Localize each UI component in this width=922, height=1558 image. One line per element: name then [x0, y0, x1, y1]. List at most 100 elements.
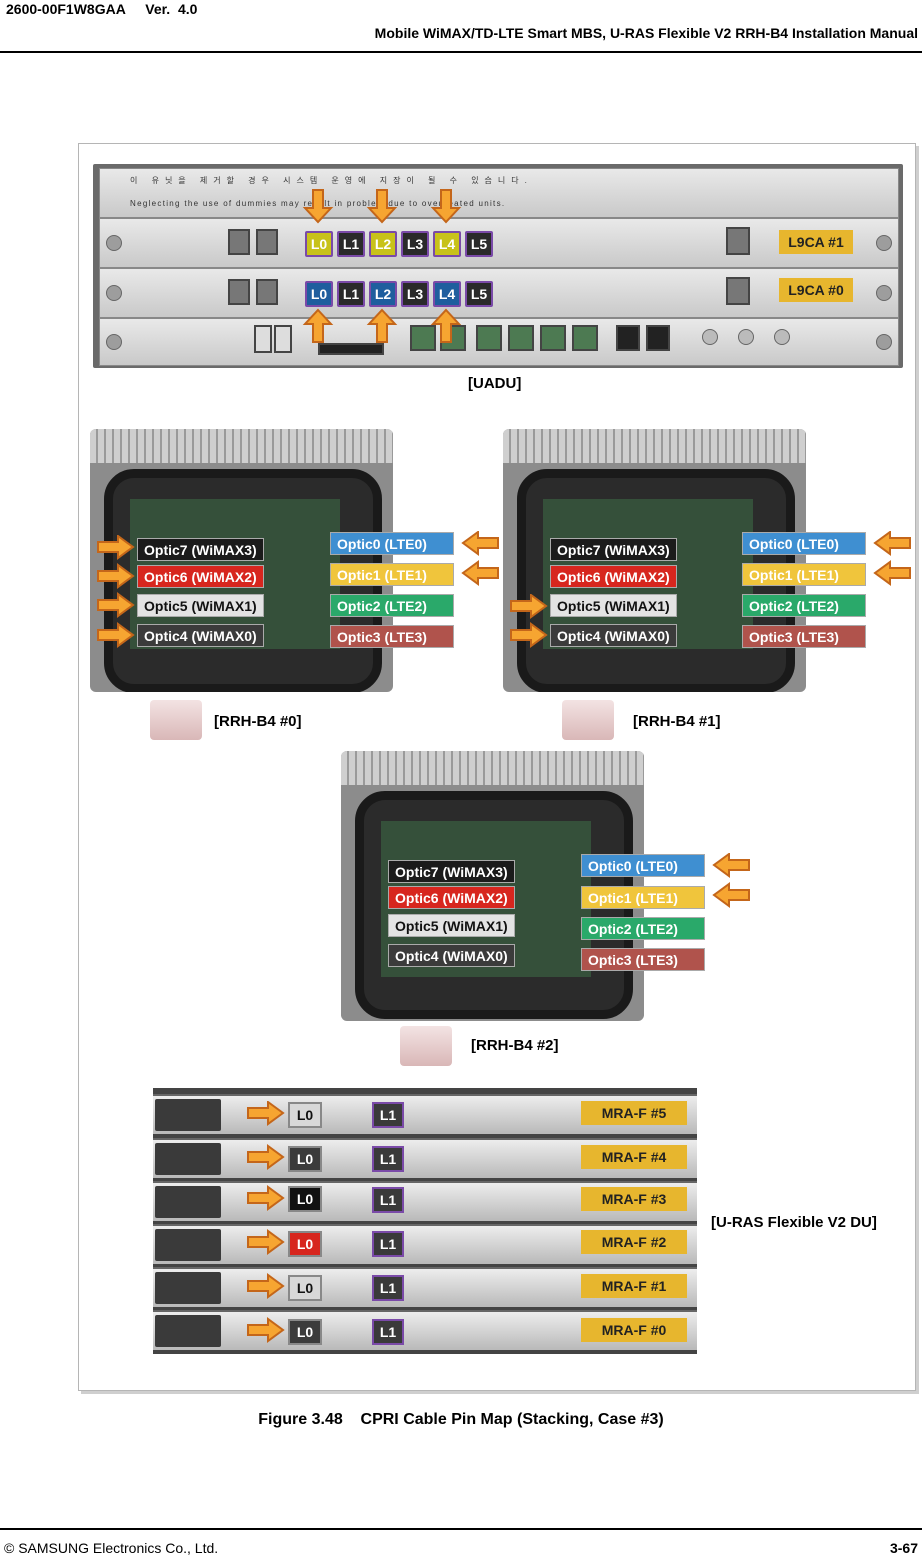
mra-f-1-tag: MRA-F #1	[581, 1274, 687, 1298]
rrh2-optic5: Optic5 (WiMAX1)	[388, 914, 515, 937]
rrh2-optic6: Optic6 (WiMAX2)	[388, 886, 515, 909]
right-arrow-icon	[247, 1273, 285, 1299]
uadu-top-l3: L3	[401, 231, 429, 257]
dbg-port	[256, 229, 278, 255]
rrh2-optic7: Optic7 (WiMAX3)	[388, 860, 515, 883]
du-row5-l1: L1	[372, 1102, 404, 1128]
right-arrow-icon	[97, 622, 135, 648]
edbg-port	[726, 277, 750, 305]
version-label: Ver.	[145, 1, 171, 17]
ude0-port	[476, 325, 502, 351]
clk-port	[254, 325, 272, 353]
header-rule	[0, 51, 922, 53]
du-row3-l0: L0	[288, 1186, 322, 1212]
du-row2-l0: L0	[288, 1231, 322, 1257]
left-arrow-icon	[873, 531, 911, 556]
gps-connector	[774, 329, 790, 345]
rrh0-right-arrows	[461, 531, 499, 586]
uadu-down-arrows	[302, 189, 462, 224]
du-slot	[153, 1181, 697, 1221]
uadu-mid-l2: L2	[369, 281, 397, 307]
du-row4-l0: L0	[288, 1146, 322, 1172]
rrh2-label: [RRH-B4 #2]	[471, 1037, 559, 1054]
rrh1-optic1: Optic1 (LTE1)	[742, 563, 866, 586]
uadu-up-arrows	[302, 308, 462, 343]
screw-knob	[876, 285, 892, 301]
du-row0-l1: L1	[372, 1319, 404, 1345]
du-slot-handle	[155, 1186, 221, 1218]
edbg-port	[540, 325, 566, 351]
mra-f-3-tag: MRA-F #3	[581, 1187, 687, 1211]
du-label: [U-RAS Flexible V2 DU]	[711, 1214, 877, 1231]
uadu-top-l2: L2	[369, 231, 397, 257]
right-arrow-icon	[97, 563, 135, 589]
mra-f-5-tag: MRA-F #5	[581, 1101, 687, 1125]
du-slot-handle	[155, 1229, 221, 1261]
rrh0-optic6: Optic6 (WiMAX2)	[137, 565, 264, 588]
uda-port	[318, 343, 384, 355]
rrh1-optic2: Optic2 (LTE2)	[742, 594, 866, 617]
up-arrow-icon	[430, 308, 462, 343]
rrh1-optic5: Optic5 (WiMAX1)	[550, 594, 677, 617]
du-row0-l0: L0	[288, 1319, 322, 1345]
du-slot-handle	[155, 1272, 221, 1304]
version-number: 4.0	[177, 1, 198, 17]
uadu-top-l1: L1	[337, 231, 365, 257]
rrh2-gland	[400, 1026, 452, 1066]
left-arrow-icon	[461, 531, 499, 556]
rrh1-optic0: Optic0 (LTE0)	[742, 532, 866, 555]
uadu-shelf-top	[99, 218, 899, 268]
right-arrow-icon	[247, 1229, 285, 1255]
uadu-mid-l3: L3	[401, 281, 429, 307]
uadu-shelf-mid	[99, 268, 899, 318]
up-arrow-icon	[366, 308, 398, 343]
bh3-port	[646, 325, 670, 351]
doc-id-version: 2600-00F1W8GAA Ver. 4.0	[6, 1, 197, 17]
right-arrow-icon	[97, 592, 135, 618]
rrh1-optic7: Optic7 (WiMAX3)	[550, 538, 677, 561]
rrh0-gland	[150, 700, 202, 740]
footer-rule	[0, 1528, 922, 1530]
rrh1-left-arrows	[510, 594, 548, 648]
screw-knob	[106, 235, 122, 251]
edbg-port	[726, 227, 750, 255]
uadu-label: [UADU]	[468, 375, 522, 392]
du-row3-l1: L1	[372, 1187, 404, 1213]
uadu-top-l5: L5	[465, 231, 493, 257]
warning-korean: 이 유닛을 제거할 경우 시스템 운영에 지장이 될 수 있습니다.	[130, 176, 533, 185]
mra-f-0-tag: MRA-F #0	[581, 1318, 687, 1342]
right-arrow-icon	[247, 1101, 285, 1126]
rrh0-optic0: Optic0 (LTE0)	[330, 532, 454, 555]
left-arrow-icon	[873, 560, 911, 586]
right-arrow-icon	[97, 535, 135, 560]
dbg-port	[256, 279, 278, 305]
du-row4-l1: L1	[372, 1146, 404, 1172]
rec-port	[572, 325, 598, 351]
rrh1-gland	[562, 700, 614, 740]
rrh0-optic3: Optic3 (LTE3)	[330, 625, 454, 648]
screw-knob	[106, 285, 122, 301]
1pps-connector	[702, 329, 718, 345]
mra-f-4-tag: MRA-F #4	[581, 1145, 687, 1169]
rrh1-label: [RRH-B4 #1]	[633, 713, 721, 730]
bh0-port	[410, 325, 436, 351]
rrh0-optic2: Optic2 (LTE2)	[330, 594, 454, 617]
mra-f-2-tag: MRA-F #2	[581, 1230, 687, 1254]
du-row5-l0: L0	[288, 1102, 322, 1128]
right-arrow-icon	[247, 1317, 285, 1343]
rrh2-optic0: Optic0 (LTE0)	[581, 854, 705, 877]
uadu-top-l0: L0	[305, 231, 333, 257]
screw-knob	[876, 235, 892, 251]
left-arrow-icon	[461, 560, 499, 586]
rrh0-optic5: Optic5 (WiMAX1)	[137, 594, 264, 617]
dbg-port	[228, 229, 250, 255]
rrh2-optic2: Optic2 (LTE2)	[581, 917, 705, 940]
du-slot-handle	[155, 1143, 221, 1175]
rrh2-optic1: Optic1 (LTE1)	[581, 886, 705, 909]
uadu-shelf-bottom	[99, 318, 899, 366]
uadu-mid-l0: L0	[305, 281, 333, 307]
du-chassis	[153, 1088, 697, 1354]
rrh2-right-arrows	[712, 853, 750, 908]
screw-knob	[876, 334, 892, 350]
du-arrows	[247, 1101, 285, 1343]
